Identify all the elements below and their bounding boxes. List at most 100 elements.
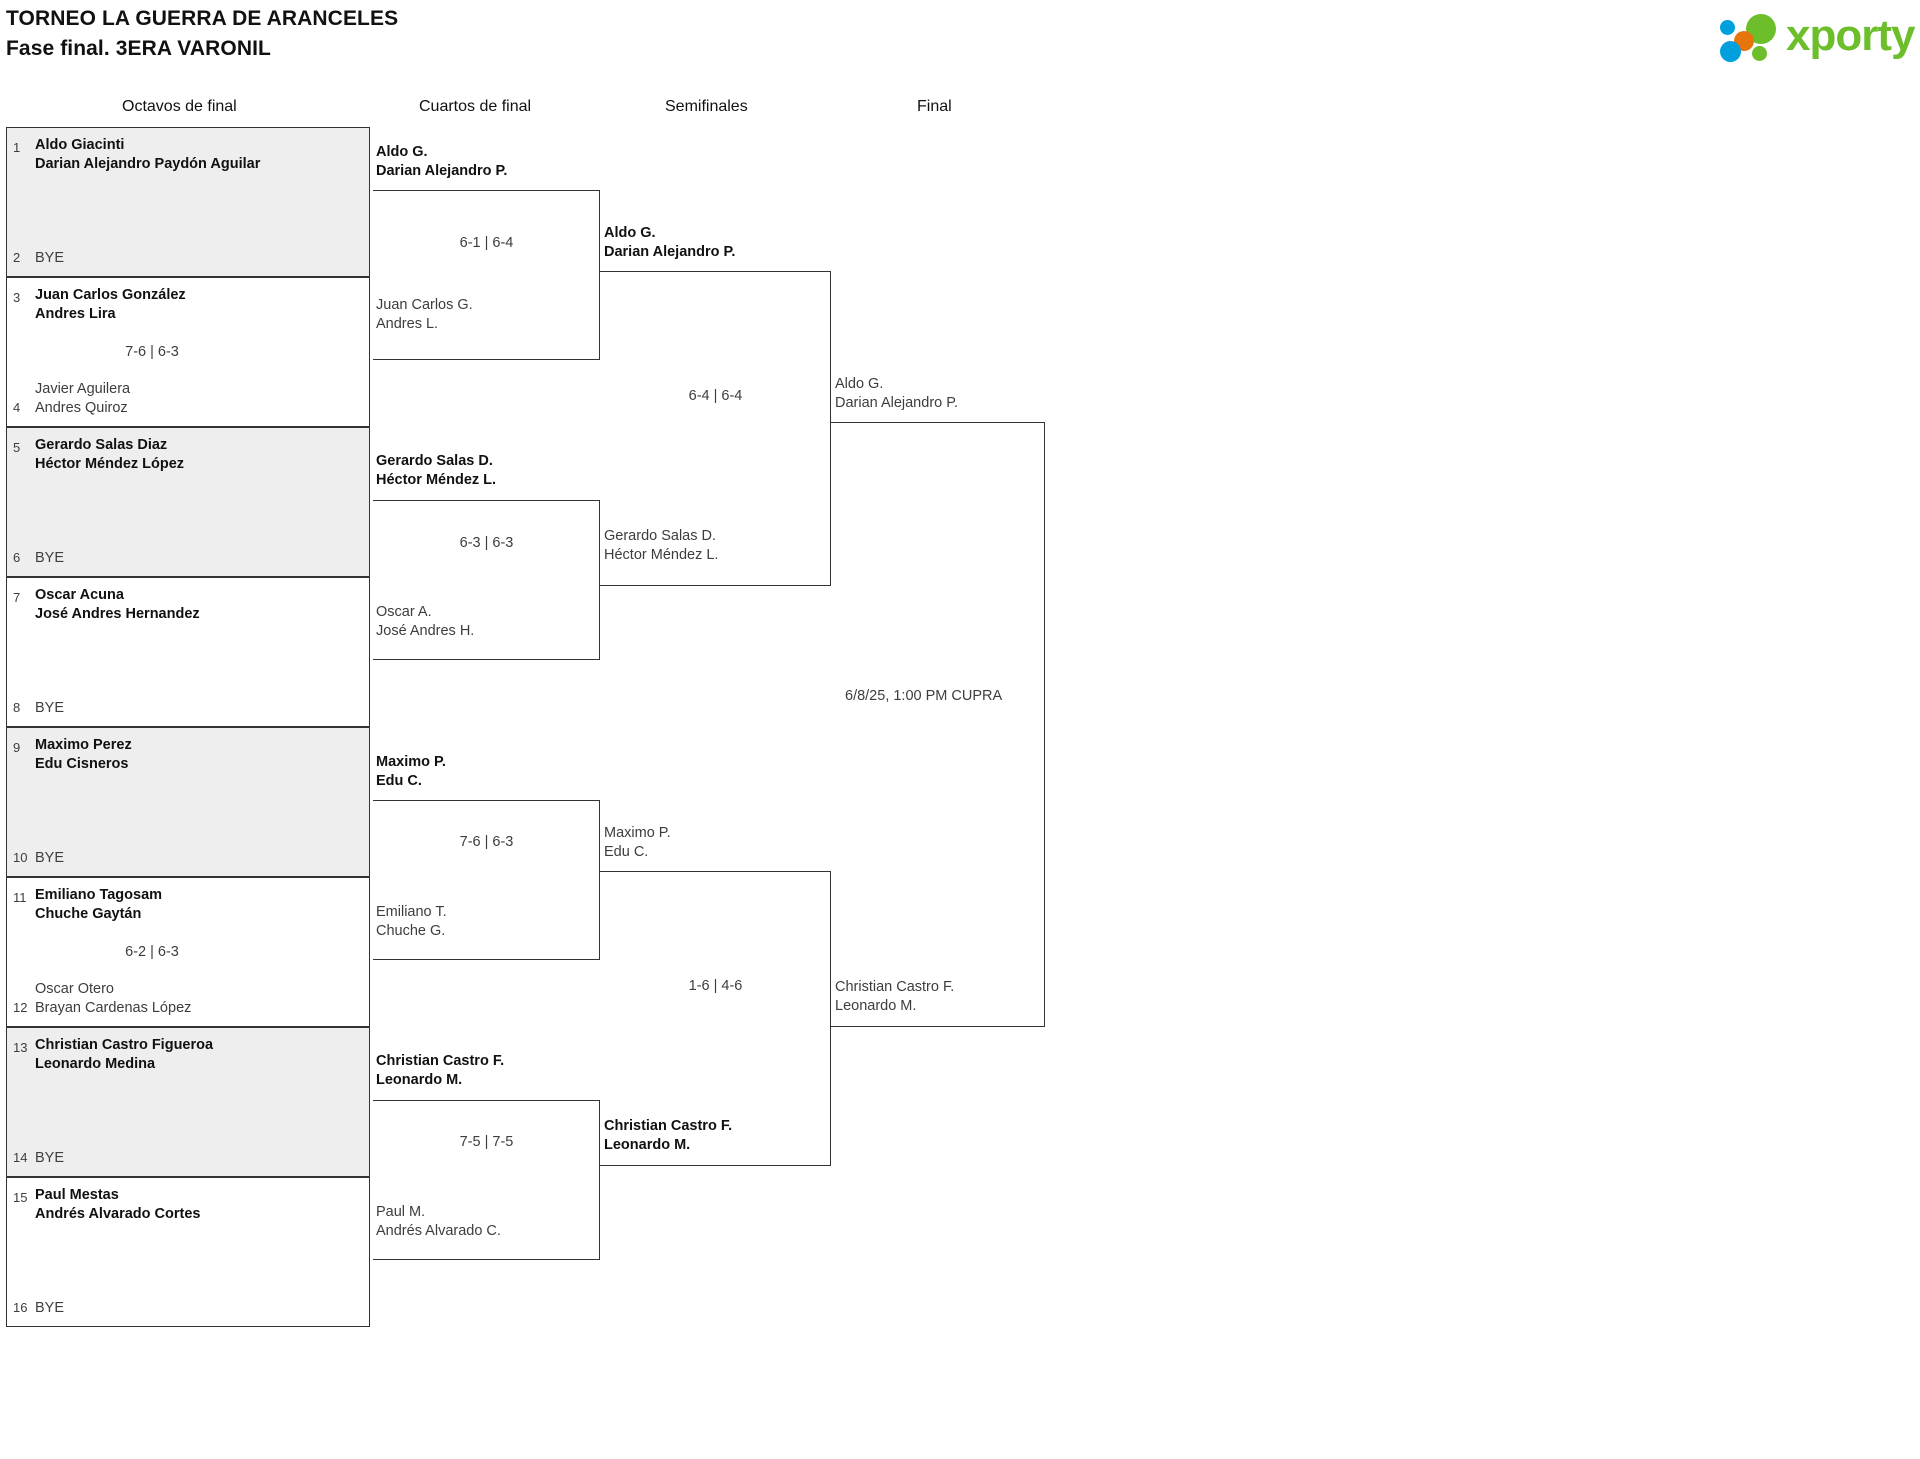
round1-match-5[interactable]: 9 Maximo Perez Edu Cisneros 10 BYE	[6, 727, 370, 877]
page-header: TORNEO LA GUERRA DE ARANCELES Fase final…	[0, 0, 1920, 80]
seed-number: 10	[13, 850, 28, 865]
player-line-2: Andres Lira	[35, 306, 116, 322]
round2-match-4-winner-line-2: Leonardo M.	[376, 1072, 463, 1088]
round3-match-1-score: 6-4 | 6-4	[688, 388, 743, 404]
round2-match-1-score: 6-1 | 6-4	[459, 235, 514, 251]
round-header-semifinales: Semifinales	[665, 98, 748, 115]
logo-dot-green-small-icon	[1752, 46, 1767, 61]
player-line-1: Gerardo Salas Diaz	[35, 437, 168, 453]
round1-slot-top: Aldo Giacinti Darian Alejandro Paydón Ag…	[7, 136, 369, 174]
round2-match-4-score: 7-5 | 7-5	[459, 1134, 514, 1150]
match-score: 7-6 | 6-3	[125, 344, 179, 360]
round1-match-8[interactable]: 15 Paul Mestas Andrés Alvarado Cortes 16…	[6, 1177, 370, 1327]
round2-match-4-loser-line-2: Andrés Alvarado C.	[376, 1223, 501, 1239]
round3-match-2-winner-line-2: Leonardo M.	[604, 1137, 691, 1153]
round2-match-2-loser-line-2: José Andres H.	[376, 623, 475, 639]
round1-match-7[interactable]: 13 Christian Castro Figueroa Leonardo Me…	[6, 1027, 370, 1177]
round2-match-2-connector[interactable]	[373, 500, 600, 660]
round1-match-3[interactable]: 5 Gerardo Salas Diaz Héctor Méndez López…	[6, 427, 370, 577]
seed-number: 16	[13, 1300, 28, 1315]
seed-number: 13	[13, 1040, 28, 1055]
round1-slot-bottom: BYE	[7, 549, 369, 568]
seed-number: 6	[13, 550, 21, 565]
seed-number: 7	[13, 590, 21, 605]
round2-match-1-loser-line-1: Juan Carlos G.	[376, 297, 473, 313]
round3-match-2-connector[interactable]	[600, 871, 831, 1166]
player-line-1: Oscar Otero	[35, 981, 114, 997]
round2-match-3-loser-line-1: Emiliano T.	[376, 904, 447, 920]
player-line-1: BYE	[35, 1300, 65, 1316]
round-header-final: Final	[917, 98, 952, 115]
player-line-1: Emiliano Tagosam	[35, 887, 163, 903]
round1-slot-top: Paul Mestas Andrés Alvarado Cortes	[7, 1186, 369, 1224]
round1-match-1[interactable]: 1 Aldo Giacinti Darian Alejandro Paydón …	[6, 127, 370, 277]
round3-match-1-loser-line-2: Héctor Méndez L.	[604, 547, 719, 563]
final-schedule: 6/8/25, 1:00 PM CUPRA	[845, 688, 1003, 704]
round2-match-3-loser-line-2: Chuche G.	[376, 923, 446, 939]
round3-match-1-connector[interactable]	[600, 271, 831, 586]
player-line-1: Juan Carlos González	[35, 287, 186, 303]
player-line-2: Darian Alejandro Paydón Aguilar	[35, 156, 261, 172]
player-line-1: BYE	[35, 250, 65, 266]
round-header-cuartos: Cuartos de final	[419, 98, 532, 115]
seed-number: 14	[13, 1150, 28, 1165]
seed-number: 8	[13, 700, 21, 715]
seed-number: 4	[13, 400, 21, 415]
player-line-1: Aldo Giacinti	[35, 137, 125, 153]
player-line-1: BYE	[35, 700, 65, 716]
logo-wordmark: xporty	[1786, 11, 1915, 60]
round1-slot-bottom: BYE	[7, 249, 369, 268]
xporty-logo[interactable]: xporty	[1686, 8, 1915, 64]
round2-match-4-connector[interactable]	[373, 1100, 600, 1260]
player-line-1: Oscar Acuna	[35, 587, 124, 603]
player-line-2: José Andres Hernandez	[35, 606, 200, 622]
round4-final-connector[interactable]	[831, 422, 1045, 1027]
round1-slot-top: Gerardo Salas Diaz Héctor Méndez López	[7, 436, 369, 474]
round2-match-2-winner-line-1: Gerardo Salas D.	[376, 453, 493, 469]
round3-match-2-loser-line-1: Maximo P.	[604, 825, 671, 841]
round-header-octavos: Octavos de final	[122, 98, 237, 115]
player-line-2: Brayan Cardenas López	[35, 1000, 192, 1016]
round3-match-1-winner-line-2: Darian Alejandro P.	[604, 244, 736, 260]
player-line-2: Andrés Alvarado Cortes	[35, 1206, 201, 1222]
seed-number: 11	[13, 890, 27, 905]
round1-slot-bottom: Javier Aguilera Andres Quiroz	[7, 380, 369, 418]
round2-match-3-connector[interactable]	[373, 800, 600, 960]
round2-match-3-winner-line-1: Maximo P.	[376, 754, 446, 770]
round4-final-bottom-line-2: Leonardo M.	[835, 998, 917, 1014]
seed-number: 1	[13, 140, 21, 155]
round1-slot-bottom: BYE	[7, 849, 369, 868]
round1-match-6[interactable]: 11 Emiliano Tagosam Chuche Gaytán 12 Osc…	[6, 877, 370, 1027]
seed-number: 15	[13, 1190, 28, 1205]
player-line-2: Leonardo Medina	[35, 1056, 156, 1072]
player-line-2: Edu Cisneros	[35, 756, 129, 772]
round1-slot-top: Oscar Acuna José Andres Hernandez	[7, 586, 369, 624]
player-line-1: BYE	[35, 850, 65, 866]
title-block: TORNEO LA GUERRA DE ARANCELES Fase final…	[6, 4, 398, 64]
round4-final-top-line-1: Aldo G.	[835, 376, 884, 392]
seed-number: 5	[13, 440, 21, 455]
player-line-1: Maximo Perez	[35, 737, 132, 753]
round1-slot-bottom: BYE	[7, 1299, 369, 1318]
round2-match-1-connector[interactable]	[373, 190, 600, 360]
logo-dot-blue-small-icon	[1720, 20, 1735, 35]
round4-final-top-line-2: Darian Alejandro P.	[835, 395, 959, 411]
tournament-title: TORNEO LA GUERRA DE ARANCELES	[6, 7, 399, 30]
player-line-2: Andres Quiroz	[35, 400, 128, 416]
round3-match-2-loser-line-2: Edu C.	[604, 844, 649, 860]
round2-match-4-winner-line-1: Christian Castro F.	[376, 1053, 505, 1069]
round3-match-1-winner-line-1: Aldo G.	[604, 225, 656, 241]
round1-match-2[interactable]: 3 Juan Carlos González Andres Lira 4 Jav…	[6, 277, 370, 427]
logo-dot-blue-large-icon	[1720, 41, 1741, 62]
round1-match-4[interactable]: 7 Oscar Acuna José Andres Hernandez 8 BY…	[6, 577, 370, 727]
player-line-1: Paul Mestas	[35, 1187, 119, 1203]
round1-slot-top: Juan Carlos González Andres Lira	[7, 286, 369, 324]
round2-match-1-loser-line-2: Andres L.	[376, 316, 439, 332]
round1-slot-bottom: BYE	[7, 1149, 369, 1168]
logo-dots-icon	[1720, 14, 1782, 62]
round1-slot-bottom: Oscar Otero Brayan Cardenas López	[7, 980, 369, 1018]
seed-number: 3	[13, 290, 21, 305]
player-line-2: Héctor Méndez López	[35, 456, 185, 472]
round4-final-bottom-line-1: Christian Castro F.	[835, 979, 955, 995]
